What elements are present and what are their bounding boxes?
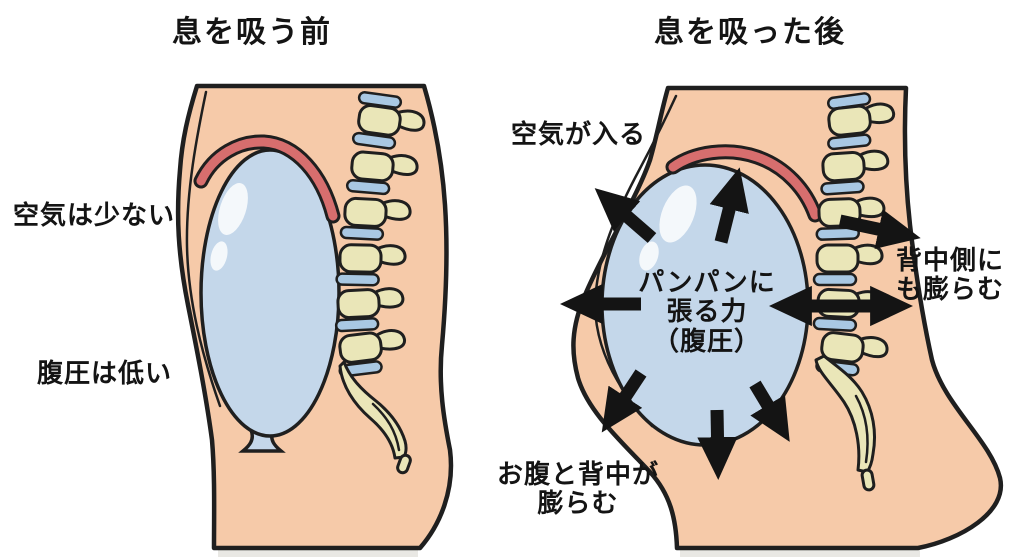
left-coccyx bbox=[396, 453, 412, 475]
arrow-up-left bbox=[594, 188, 657, 243]
right-sacrum bbox=[814, 354, 876, 474]
balloon-highlight bbox=[659, 185, 697, 243]
right-diaphragm bbox=[665, 144, 823, 223]
label-pressure-is-low: 腹圧は低い bbox=[37, 358, 173, 388]
arrow-back-upper bbox=[838, 209, 921, 249]
label-back-expands: 背中側に も膨らむ bbox=[896, 245, 1005, 305]
title-after-inhale: 息を吸った後 bbox=[654, 16, 846, 49]
arrow-down-right bbox=[749, 380, 790, 442]
balloon-highlight-small bbox=[210, 241, 228, 271]
balloon-highlight bbox=[218, 183, 248, 235]
right-spine bbox=[812, 92, 899, 492]
pressure-arrows bbox=[559, 167, 921, 481]
label-taut-force: パンパンに 張る力 （腹圧） bbox=[638, 267, 776, 356]
left-bodywall-line bbox=[185, 90, 222, 408]
label-air-enters: 空気が入る bbox=[511, 119, 647, 149]
left-diaphragm bbox=[193, 134, 341, 224]
after-figure bbox=[559, 85, 1004, 557]
arrow-down bbox=[697, 409, 738, 481]
arrow-down-left bbox=[601, 369, 647, 433]
right-bodywall-line bbox=[593, 94, 678, 428]
left-sacrum bbox=[338, 360, 408, 460]
before-figure bbox=[175, 83, 454, 557]
left-spine bbox=[332, 91, 427, 475]
label-belly-back-expand: お腹と背中が 膨らむ bbox=[496, 459, 660, 519]
ground-shadow-right bbox=[680, 549, 920, 557]
title-before-inhale: 息を吸う前 bbox=[172, 16, 332, 49]
right-coccyx bbox=[860, 468, 876, 492]
label-air-is-low: 空気は少ない bbox=[13, 200, 176, 230]
arrow-up bbox=[709, 167, 749, 244]
balloon-highlight-small bbox=[639, 241, 659, 271]
ground-shadow-left bbox=[218, 549, 418, 557]
